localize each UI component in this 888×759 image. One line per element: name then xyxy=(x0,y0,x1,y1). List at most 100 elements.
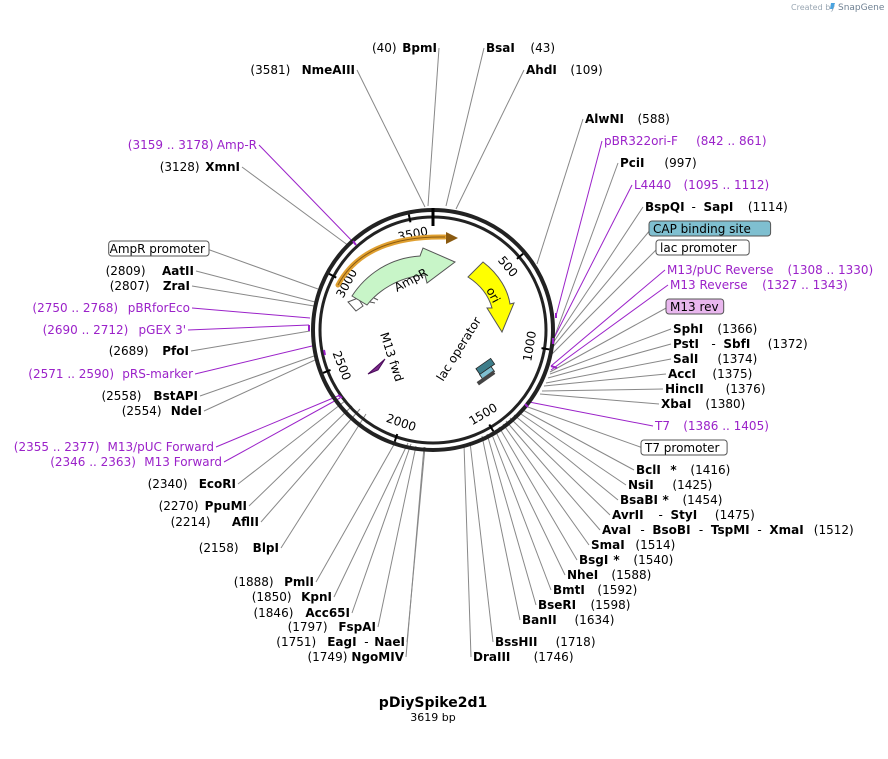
label-left-18[interactable]: BlpI(2158) xyxy=(199,541,279,555)
label-right-12[interactable]: SphI (1366) xyxy=(673,322,757,336)
label-right-24[interactable]: AvaI-BsoBI-TspMI-XmaI(1512) xyxy=(602,523,854,537)
label-left-22[interactable]: FspAI(1797) xyxy=(288,620,376,634)
label-right-17-pos: (1380) xyxy=(705,397,745,411)
label-left-20[interactable]: KpnI(1850) xyxy=(252,590,332,604)
label-left-7-name: pBRforEco xyxy=(128,301,190,315)
label-right-4[interactable]: PciI(997) xyxy=(620,156,697,170)
label-left-14[interactable]: M13 Forward(2346 .. 2363) xyxy=(50,455,222,469)
label-right-31[interactable]: BssHII(1718) xyxy=(495,635,596,649)
label-left-24-name: NgoMIV xyxy=(351,650,404,664)
label-right-12-pos: (1366) xyxy=(717,322,757,336)
label-right-15-name: AccI xyxy=(668,367,696,381)
label-left-24[interactable]: NgoMIV(1749) xyxy=(307,650,404,664)
label-left-9-name: PfoI xyxy=(162,344,189,358)
label-left-21[interactable]: Acc65I(1846) xyxy=(253,606,350,620)
label-left-11-pos: (2558) xyxy=(101,389,141,403)
label-right-14[interactable]: SalI(1374) xyxy=(673,352,757,366)
label-left-16[interactable]: PpuMI(2270) xyxy=(159,499,247,513)
label-left-13[interactable]: M13/pUC Forward(2355 .. 2377) xyxy=(14,440,214,454)
label-right-28-pos: (1592) xyxy=(597,583,637,597)
label-right-16-pos: (1376) xyxy=(726,382,766,396)
label-right-13-name: PstI xyxy=(673,337,699,351)
label-left-3[interactable]: XmnI(3128) xyxy=(160,160,240,174)
label-right-18[interactable]: T7(1386 .. 1405) xyxy=(654,419,769,433)
label-right-19[interactable]: T7 promoter xyxy=(640,439,728,456)
label-left-8[interactable]: pGEX 3'(2690 .. 2712) xyxy=(43,323,186,337)
label-right-32-name: DraIII xyxy=(473,650,510,664)
feature-lac-operator[interactable]: lac operator xyxy=(434,314,496,386)
label-left-23[interactable]: NaeI-EagI(1751) xyxy=(276,635,405,649)
feature-m13-fwd[interactable]: M13 fwd xyxy=(367,331,406,384)
label-right-32-pos: (1746) xyxy=(534,650,574,664)
label-right-6[interactable]: BspQI-SapI(1114) xyxy=(645,200,788,214)
label-right-12-name: SphI xyxy=(673,322,703,336)
ruler-tick-3500 xyxy=(407,214,412,223)
label-right-0-pos: (43) xyxy=(530,41,555,55)
label-left-16-pos: (2270) xyxy=(159,499,199,513)
label-right-22[interactable]: BsaBI*(1454) xyxy=(620,493,722,507)
label-left-1[interactable]: NmeAIII (3581) xyxy=(250,63,355,77)
plasmid-name: pDiySpike2d1 xyxy=(379,695,487,711)
label-right-23[interactable]: AvrII-StyI(1475) xyxy=(612,508,755,522)
label-left-6[interactable]: ZraI(2807) xyxy=(110,279,190,293)
label-left-17-name: AflII xyxy=(232,515,259,529)
label-right-0[interactable]: BsaI(43) xyxy=(486,41,555,55)
label-right-5-pos: (1095 .. 1112) xyxy=(684,178,770,192)
label-left-10[interactable]: pRS-marker(2571 .. 2590) xyxy=(28,367,193,381)
label-right-26[interactable]: BsgI*(1540) xyxy=(579,553,673,567)
label-left-7[interactable]: pBRforEco(2750 .. 2768) xyxy=(32,301,190,315)
label-right-2[interactable]: AlwNI(588) xyxy=(585,112,670,126)
label-right-18-name: T7 xyxy=(654,419,670,433)
label-left-5[interactable]: AatII(2809) xyxy=(106,264,194,278)
label-right-1[interactable]: AhdI(109) xyxy=(526,63,603,77)
label-right-28[interactable]: BmtI(1592) xyxy=(553,583,637,597)
label-right-25-name: SmaI xyxy=(591,538,625,552)
label-left-4[interactable]: AmpR promoter xyxy=(108,240,210,257)
label-right-10-pos: (1327 .. 1343) xyxy=(762,278,848,292)
label-left-1-name: NmeAIII xyxy=(302,63,355,77)
label-left-1-pos: (3581) xyxy=(250,63,290,77)
label-left-12[interactable]: NdeI(2554) xyxy=(122,404,202,418)
label-right-32[interactable]: DraIII (1746) xyxy=(473,650,574,664)
label-right-20[interactable]: BclI*(1416) xyxy=(636,463,730,477)
svg-text:-: - xyxy=(757,523,761,537)
label-right-3[interactable]: pBR322ori-F(842 .. 861) xyxy=(604,134,767,148)
label-right-27[interactable]: NheI(1588) xyxy=(567,568,651,582)
feature-ori[interactable]: ori xyxy=(467,261,515,334)
label-right-17[interactable]: XbaI(1380) xyxy=(661,397,745,411)
label-right-7[interactable]: CAP binding site xyxy=(648,220,772,237)
label-left-15[interactable]: EcoRI(2340) xyxy=(148,477,236,491)
label-left-9[interactable]: PfoI(2689) xyxy=(109,344,189,358)
label-right-4-name: PciI xyxy=(620,156,645,170)
ruler-tick-1500 xyxy=(488,423,495,432)
label-right-30-name: BanII xyxy=(522,613,557,627)
label-right-24-name2: TspMI xyxy=(711,523,750,537)
label-left-2-name: Amp-R xyxy=(217,138,257,152)
credit-brand: SnapGene xyxy=(838,3,885,13)
label-left-23-pos: (1751) xyxy=(276,635,316,649)
label-right-24-name3: XmaI xyxy=(769,523,803,537)
label-left-2[interactable]: Amp-R(3159 .. 3178) xyxy=(128,138,257,152)
label-right-5[interactable]: L4440(1095 .. 1112) xyxy=(634,178,769,192)
label-right-21[interactable]: NsiI(1425) xyxy=(628,478,712,492)
label-right-16[interactable]: HincII(1376) xyxy=(665,382,766,396)
label-right-9[interactable]: M13/pUC Reverse(1308 .. 1330) xyxy=(667,263,873,277)
label-right-22-pos: (1454) xyxy=(683,493,723,507)
label-left-0[interactable]: BpmI(40) xyxy=(372,41,437,55)
label-right-21-name: NsiI xyxy=(628,478,654,492)
label-right-29[interactable]: BseRI(1598) xyxy=(538,598,630,612)
label-right-11[interactable]: M13 rev xyxy=(665,298,725,315)
label-right-8[interactable]: lac promoter xyxy=(655,239,750,256)
label-right-10[interactable]: M13 Reverse(1327 .. 1343) xyxy=(670,278,848,292)
label-right-30[interactable]: BanII(1634) xyxy=(522,613,614,627)
label-left-17-pos: (2214) xyxy=(171,515,211,529)
label-left-11[interactable]: BstAPI (2558) xyxy=(101,389,198,403)
label-right-13[interactable]: PstI-SbfI(1372) xyxy=(673,337,808,351)
label-left-11-name: BstAPI xyxy=(153,389,198,403)
label-right-25[interactable]: SmaI(1514) xyxy=(591,538,675,552)
label-right-15[interactable]: AccI(1375) xyxy=(668,367,752,381)
label-left-8-name: pGEX 3' xyxy=(139,323,186,337)
label-left-19[interactable]: PmlI(1888) xyxy=(234,575,314,589)
label-right-6-name: BspQI xyxy=(645,200,685,214)
label-left-17[interactable]: AflII (2214) xyxy=(171,515,259,529)
